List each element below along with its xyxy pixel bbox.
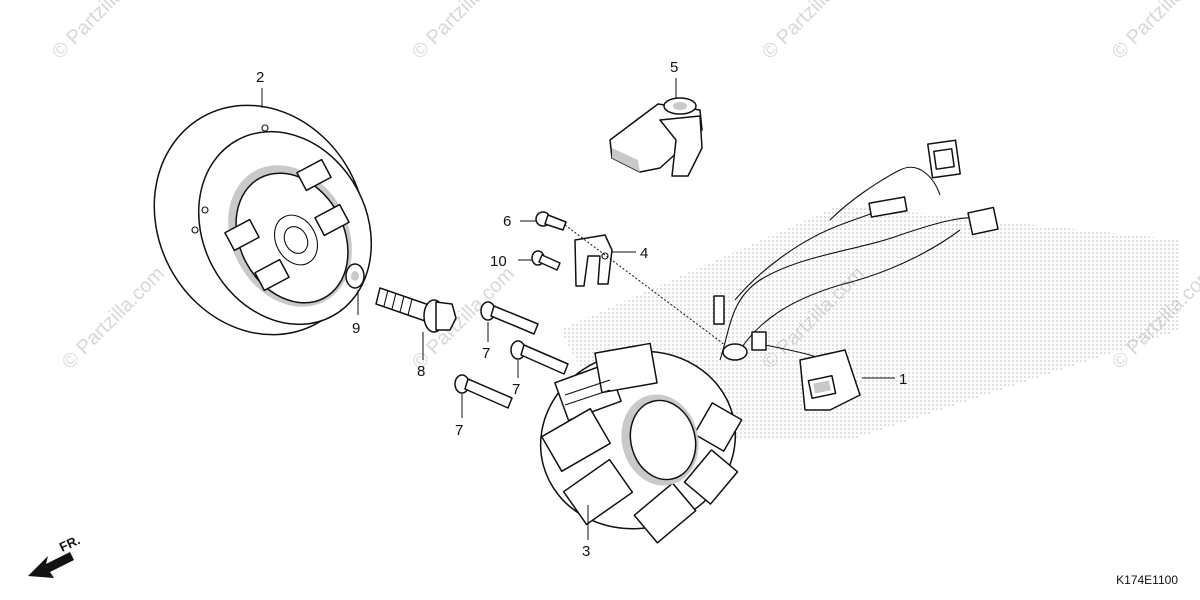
watermark-5: © Partzilla.com — [58, 263, 169, 374]
diagram-code: K174E1100 — [1116, 573, 1178, 587]
callout-10: 10 — [490, 253, 507, 270]
callout-7a: 7 — [482, 345, 490, 362]
callout-9: 9 — [352, 320, 360, 337]
callout-8: 8 — [417, 363, 425, 380]
leader-lines — [261, 78, 895, 540]
front-direction-marker: FR. — [28, 532, 82, 578]
part-small-bolt-6 — [535, 211, 567, 231]
part-small-screw-10 — [531, 250, 561, 271]
part-flange-bolt — [375, 287, 457, 333]
part-bracket — [609, 97, 703, 177]
watermark-4: © Partzilla.com — [1108, 0, 1200, 64]
part-flywheel-rotor — [153, 104, 373, 336]
callout-6: 6 — [503, 213, 511, 230]
callout-4: 4 — [640, 245, 648, 262]
part-clamp — [574, 234, 613, 287]
callout-7b: 7 — [512, 381, 520, 398]
part-bolt-7a — [480, 301, 539, 335]
front-label: FR. — [57, 532, 82, 554]
front-arrow-icon — [28, 552, 74, 578]
callout-1: 1 — [899, 371, 907, 388]
watermark-2: © Partzilla.com — [408, 0, 519, 64]
part-bolt-7b — [510, 340, 569, 375]
watermark-3: © Partzilla.com — [758, 0, 869, 64]
part-wire-harness — [713, 139, 999, 411]
callouts: 2 5 6 10 4 9 8 7 7 7 3 1 — [256, 59, 907, 560]
part-stator — [539, 342, 743, 544]
callout-7c: 7 — [455, 422, 463, 439]
callout-5: 5 — [670, 59, 678, 76]
watermark-1: © Partzilla.com — [48, 0, 159, 64]
part-bolt-7c — [454, 374, 513, 409]
part-washer — [345, 263, 365, 289]
callout-3: 3 — [582, 543, 590, 560]
callout-2: 2 — [256, 69, 264, 86]
